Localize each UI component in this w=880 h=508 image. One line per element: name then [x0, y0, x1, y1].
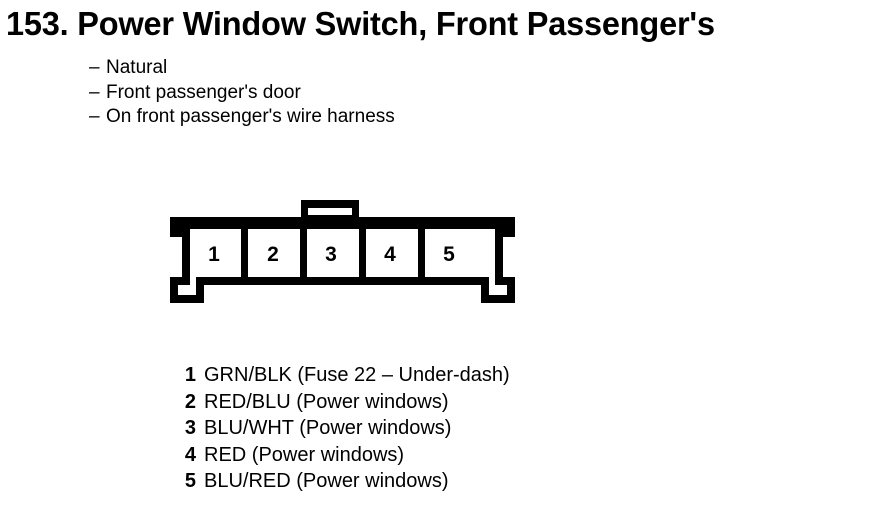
pin-number: 3 [184, 417, 196, 439]
description-list: – Natural – Front passenger's door – On … [89, 56, 689, 130]
description-item: – On front passenger's wire harness [89, 105, 689, 130]
pin-description: BLU/RED (Power windows) [204, 470, 449, 492]
description-item: – Natural [89, 56, 689, 81]
description-item: – Front passenger's door [89, 81, 689, 106]
description-item-label: Natural [106, 57, 168, 78]
pin-number: 4 [184, 443, 196, 466]
pin-description: RED/BLU (Power windows) [204, 390, 449, 413]
page-title: 153. Power Window Switch, Front Passenge… [6, 5, 715, 42]
pin-number: 2 [184, 390, 196, 413]
en-dash-bullet-icon: – [89, 81, 100, 103]
pin-legend-row: 2 RED/BLU (Power windows) [176, 389, 510, 416]
pin-number: 1 [184, 364, 196, 386]
pin-description: BLU/WHT (Power windows) [204, 417, 452, 439]
connector-locking-tab [301, 200, 359, 228]
pin-legend-row: 1 GRN/BLK (Fuse 22 – Under-dash) [176, 362, 510, 389]
connector-cavity-1-number: 1 [208, 243, 220, 266]
pin-legend-row: 5 BLU/RED (Power windows) [176, 468, 510, 495]
pin-description: GRN/BLK (Fuse 22 – Under-dash) [204, 364, 510, 386]
pin-legend-row: 3 BLU/WHT (Power windows) [176, 415, 510, 442]
connector-cavity-4-number: 4 [384, 243, 396, 266]
en-dash-bullet-icon: – [89, 106, 100, 127]
connector-diagram [170, 193, 515, 313]
connector-cavity-2-number: 2 [267, 243, 279, 266]
pin-legend-list: 1 GRN/BLK (Fuse 22 – Under-dash) 2 RED/B… [176, 362, 510, 495]
description-item-label: On front passenger's wire harness [106, 106, 395, 127]
en-dash-bullet-icon: – [89, 57, 100, 78]
connector-outline-shape [170, 217, 515, 303]
connector-cavity-5-number: 5 [443, 243, 455, 266]
connector-cavity-3-number: 3 [325, 243, 337, 266]
pin-number: 5 [184, 470, 196, 492]
pin-description: RED (Power windows) [204, 443, 405, 466]
connector-cavity-dividers [241, 225, 425, 281]
description-item-label: Front passenger's door [106, 81, 301, 103]
pin-legend-row: 4 RED (Power windows) [176, 442, 510, 469]
